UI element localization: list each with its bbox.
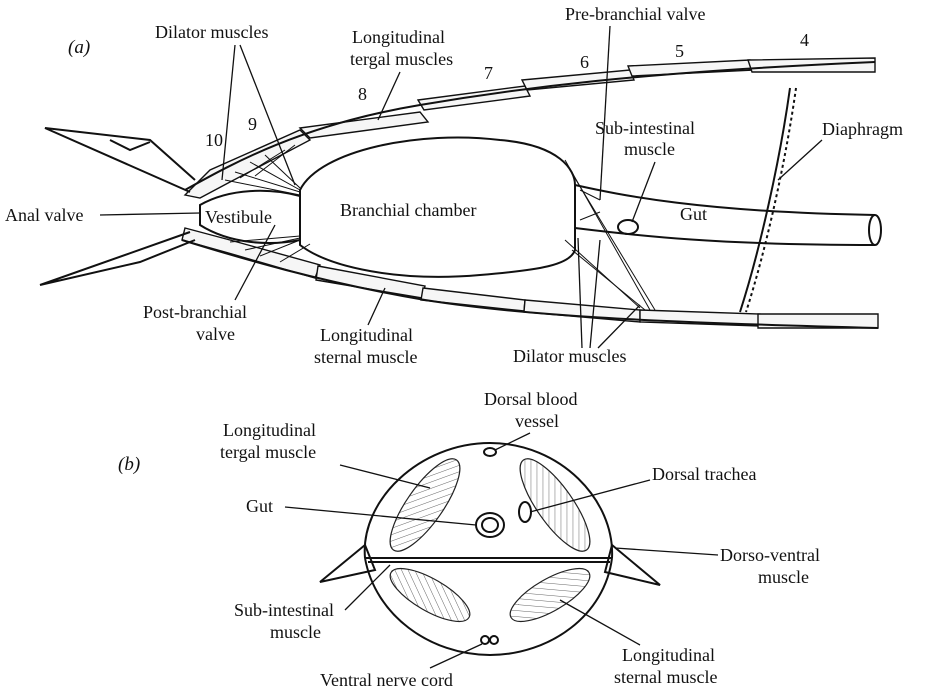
label-dilator-muscles-bottom: Dilator muscles xyxy=(513,346,626,366)
label-branchial-chamber: Branchial chamber xyxy=(340,200,476,220)
panel-b-label: (b) xyxy=(118,454,140,475)
panel-a-drawing xyxy=(40,58,881,328)
segment-5: 5 xyxy=(675,41,684,61)
label-dorsal-blood-2: vessel xyxy=(515,411,559,431)
label-tergal-2: tergal muscle xyxy=(220,442,316,462)
label-sub-intestinal-b-2: muscle xyxy=(270,622,321,642)
panel-b-drawing xyxy=(320,443,660,655)
segment-9: 9 xyxy=(248,114,257,134)
label-dorso-ventral-1: Dorso-ventral xyxy=(720,545,820,565)
label-ventral-nerve-cord: Ventral nerve cord xyxy=(320,670,453,690)
label-gut-b: Gut xyxy=(246,496,273,516)
label-anal-valve: Anal valve xyxy=(5,205,83,225)
label-pre-branchial-valve: Pre-branchial valve xyxy=(565,4,705,24)
label-gut-a: Gut xyxy=(680,204,707,224)
label-diaphragm: Diaphragm xyxy=(822,119,903,139)
segment-8: 8 xyxy=(358,84,367,104)
label-vestibule: Vestibule xyxy=(205,207,272,227)
label-dorsal-blood-1: Dorsal blood xyxy=(484,389,578,409)
panel-a-label: (a) xyxy=(68,37,90,58)
label-dilator-muscles-top: Dilator muscles xyxy=(155,22,268,42)
label-sub-intestinal-1: Sub-intestinal xyxy=(595,118,695,138)
diaphragm xyxy=(740,88,796,312)
label-longitudinal-sternal-2: sternal muscle xyxy=(314,347,417,367)
segment-10: 10 xyxy=(205,130,223,150)
label-dorsal-trachea: Dorsal trachea xyxy=(652,464,756,484)
label-post-branchial-1: Post-branchial xyxy=(143,302,247,322)
label-longitudinal-sternal-1: Longitudinal xyxy=(320,325,413,345)
gut-tube xyxy=(575,185,881,245)
segment-7: 7 xyxy=(484,63,493,83)
label-longitudinal-tergal-2: tergal muscles xyxy=(350,49,453,69)
segment-4: 4 xyxy=(800,30,809,50)
label-sub-intestinal-b-1: Sub-intestinal xyxy=(234,600,334,620)
label-tergal-1: Longitudinal xyxy=(223,420,316,440)
segment-6: 6 xyxy=(580,52,589,72)
label-sub-intestinal-2: muscle xyxy=(624,139,675,159)
label-sternal-b-1: Longitudinal xyxy=(622,645,715,665)
label-sternal-b-2: sternal muscle xyxy=(614,667,717,687)
label-longitudinal-tergal-1: Longitudinal xyxy=(352,27,445,47)
label-post-branchial-2: valve xyxy=(196,324,235,344)
label-dorso-ventral-2: muscle xyxy=(758,567,809,587)
